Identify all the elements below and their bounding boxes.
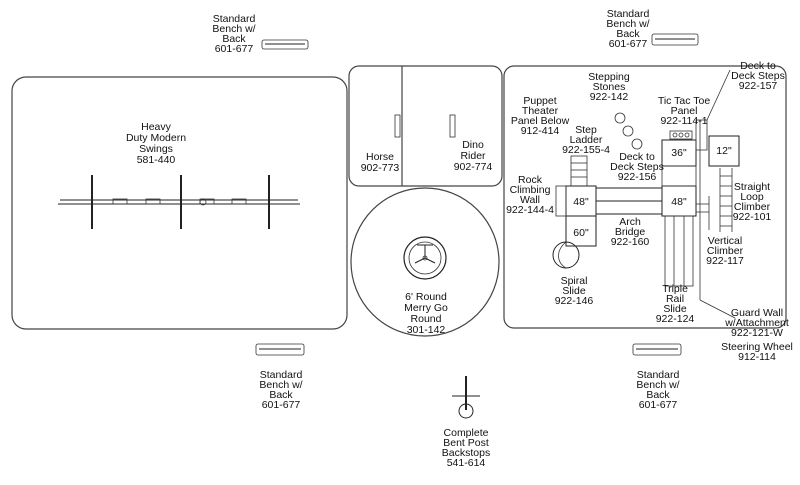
deck-size-48-left: 48": [573, 196, 589, 208]
deck-size-12: 12": [716, 145, 732, 157]
backstop: [452, 376, 480, 419]
swing-set: [58, 175, 300, 229]
bench-bottom-right: [632, 343, 682, 356]
deck-size-60: 60": [573, 227, 589, 239]
deck-12: [708, 135, 740, 167]
playstructure: [552, 69, 740, 319]
deck-to-deck-steps: [661, 165, 697, 187]
bench-bottom-left: [255, 343, 305, 356]
merry-go-round: [403, 236, 447, 280]
merry-go-round-zone: [350, 187, 500, 337]
rock-climbing-wall: [555, 185, 567, 217]
playstructure-zone-border: [503, 65, 787, 329]
step-ladder: [570, 155, 588, 187]
horse-zone-border: [348, 65, 503, 187]
stepping-stone: [631, 138, 643, 150]
stepping-stone: [614, 112, 626, 124]
triple-rail-slide: [664, 215, 694, 287]
deck-60: [565, 215, 597, 247]
deck-size-36: 36": [671, 147, 687, 159]
bench-top-right: [651, 33, 699, 46]
tic-tac-toe-panel: [669, 130, 693, 140]
dino-rocker: [449, 114, 456, 138]
bench-top-left: [261, 39, 309, 50]
swing-zone-border: [11, 76, 348, 330]
upper-deck-steps: [695, 119, 708, 151]
deck-size-48-right: 48": [671, 196, 687, 208]
stepping-stone: [622, 125, 634, 137]
horse-rocker: [394, 114, 401, 138]
